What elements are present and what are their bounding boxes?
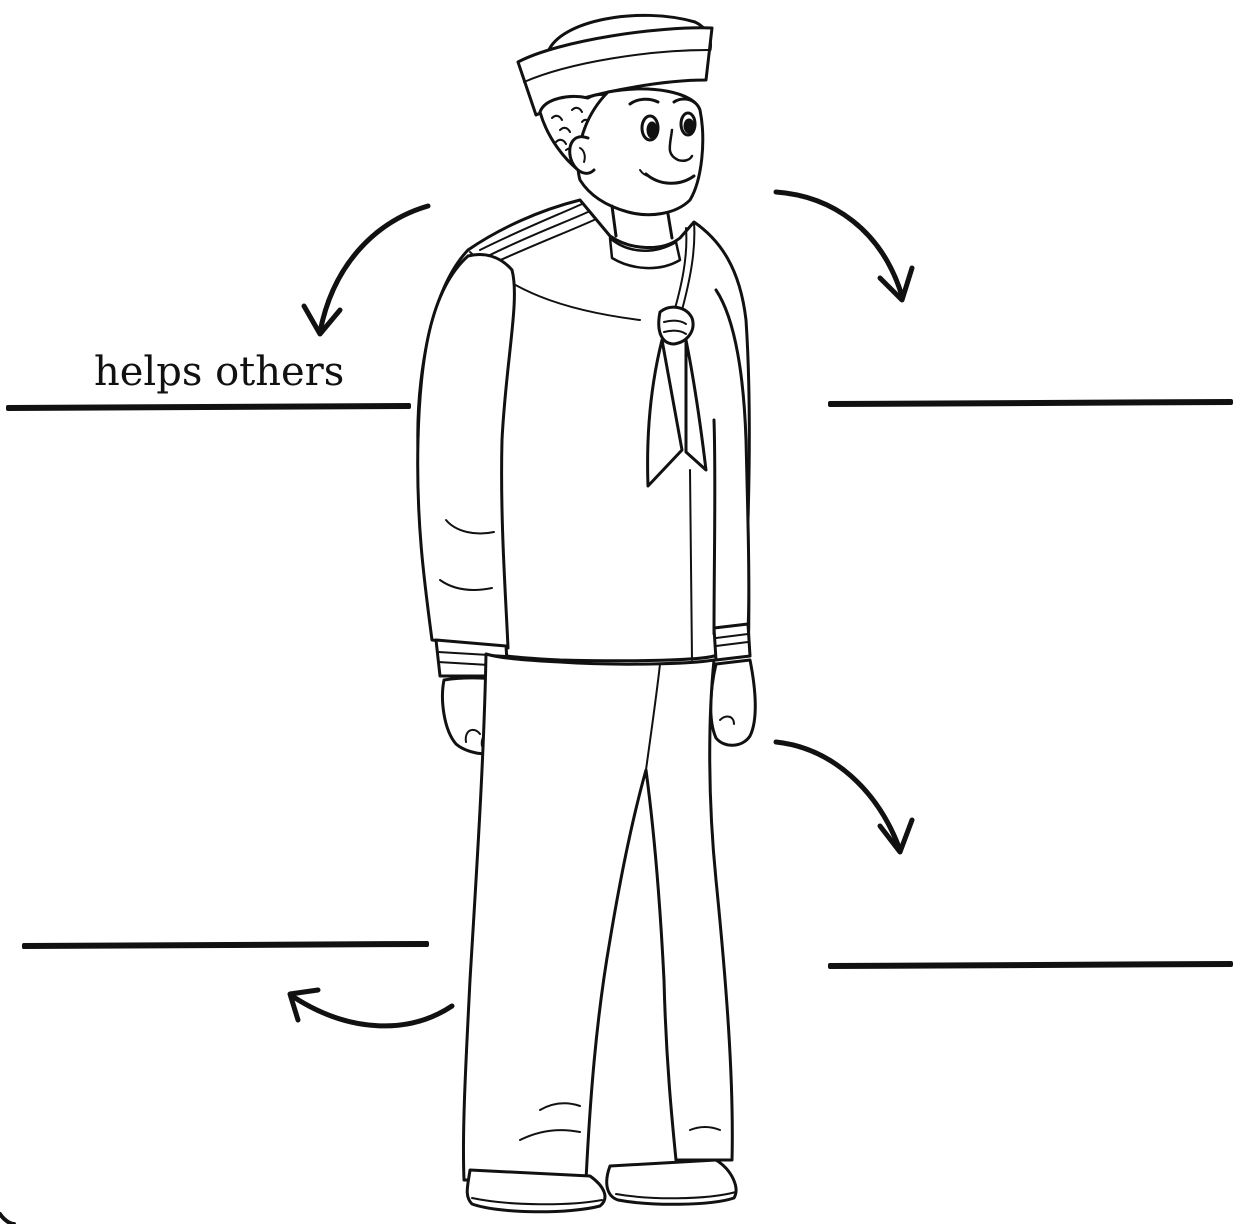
- arrow-bottom-left: [290, 990, 452, 1026]
- sailor-trousers: [463, 654, 732, 1180]
- corner-mark: [0, 1214, 14, 1224]
- arrow-bottom-right: [776, 742, 912, 852]
- trait-label-top-left: helps others: [94, 352, 344, 392]
- arrow-top-right: [776, 192, 912, 300]
- sailor-jacket: [418, 200, 750, 676]
- arrow-top-left: [304, 206, 428, 334]
